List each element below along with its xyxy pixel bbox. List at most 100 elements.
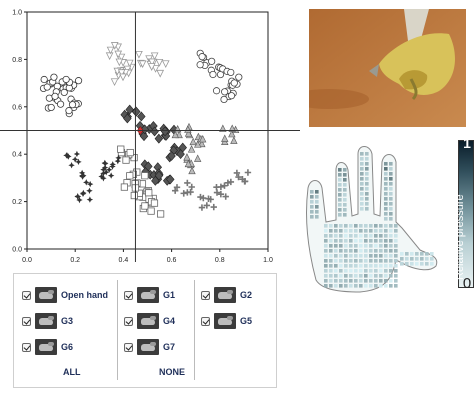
gesture-option-g7[interactable]: G7: [124, 336, 175, 358]
pressure-cell: [339, 239, 343, 243]
data-point: [50, 73, 58, 81]
pressure-cell: [364, 269, 368, 273]
x-tick-label: 0.8: [215, 257, 225, 264]
gesture-label: G6: [61, 342, 74, 352]
gesture-option-g3[interactable]: G3: [22, 310, 73, 332]
data-point: [105, 52, 114, 61]
pressure-cell: [349, 284, 353, 288]
pressure-cell: [334, 274, 338, 278]
pressure-cell: [369, 274, 373, 278]
data-point: [155, 59, 164, 67]
pressure-cell: [384, 264, 388, 268]
checkbox-checked-icon[interactable]: [22, 316, 31, 326]
pressure-cell: [384, 202, 388, 206]
pressure-cell: [410, 257, 414, 261]
gesture-option-g6[interactable]: G6: [22, 336, 73, 358]
pressure-cell: [394, 254, 398, 258]
data-point: [176, 149, 185, 160]
gesture-label: G4: [163, 316, 176, 326]
pressure-cell: [394, 224, 398, 228]
data-point: [47, 103, 55, 112]
pressure-cell: [384, 279, 388, 283]
gesture-option-g1[interactable]: G1: [124, 284, 175, 306]
data-point: [157, 210, 165, 218]
data-point: [200, 194, 207, 202]
data-point: [148, 58, 156, 67]
data-point: [125, 59, 134, 68]
pressure-cell: [369, 224, 373, 228]
data-point: [222, 193, 229, 200]
pressure-cell: [384, 167, 388, 171]
data-point: [199, 134, 207, 143]
select-all-button[interactable]: ALL: [63, 367, 81, 377]
pressure-cell: [389, 167, 393, 171]
pressure-cell: [430, 252, 434, 256]
pressure-cell: [365, 192, 369, 196]
data-point: [233, 169, 241, 177]
pressure-cell: [394, 229, 398, 233]
data-point: [194, 154, 202, 162]
pressure-cell: [329, 264, 333, 268]
gesture-thumbnail-icon: [35, 339, 57, 355]
checkbox-checked-icon[interactable]: [124, 316, 133, 326]
pressure-cell: [384, 224, 388, 228]
pressure-cell: [329, 239, 333, 243]
checkbox-checked-icon[interactable]: [124, 290, 133, 300]
pressure-cell: [365, 172, 369, 176]
select-none-button[interactable]: NONE: [159, 367, 186, 377]
data-point: [115, 154, 122, 162]
gesture-option-open-hand[interactable]: Open hand: [22, 284, 108, 306]
gesture-label: G7: [163, 342, 176, 352]
pressure-cell: [359, 264, 363, 268]
data-point: [64, 152, 71, 159]
checkbox-checked-icon[interactable]: [201, 316, 210, 326]
data-point: [228, 124, 236, 132]
pressure-cell: [359, 274, 363, 278]
pressure-cell: [360, 197, 364, 201]
data-point: [102, 160, 109, 167]
pressure-cell: [420, 262, 424, 266]
pressure-cell: [354, 224, 358, 228]
data-point: [100, 170, 107, 177]
pressure-cell: [365, 187, 369, 191]
pressure-cell: [415, 257, 419, 261]
pressure-cell: [334, 254, 338, 258]
pressure-cell: [394, 269, 398, 273]
gesture-option-g4[interactable]: G4: [124, 310, 175, 332]
data-point: [71, 156, 79, 163]
data-point: [106, 46, 115, 55]
pressure-cell: [344, 224, 348, 228]
pressure-cell: [394, 274, 398, 278]
data-point: [227, 68, 235, 77]
pressure-cell: [324, 284, 328, 288]
pressure-cell: [379, 249, 383, 253]
checkbox-checked-icon[interactable]: [22, 342, 31, 352]
data-point: [244, 169, 252, 176]
data-point: [105, 166, 113, 173]
pressure-cell: [389, 249, 393, 253]
pressure-cell: [360, 202, 364, 206]
pressure-cell: [354, 249, 358, 253]
pressure-cell: [324, 269, 328, 273]
pressure-cell: [384, 229, 388, 233]
pressure-cell: [394, 279, 398, 283]
checkbox-checked-icon[interactable]: [22, 290, 31, 300]
pressure-cell: [369, 244, 373, 248]
gesture-option-g2[interactable]: G2: [201, 284, 252, 306]
pressure-cell: [359, 259, 363, 263]
pressure-cell: [349, 229, 353, 233]
pressure-cell: [329, 254, 333, 258]
data-point: [120, 183, 128, 191]
gesture-label: G3: [61, 316, 74, 326]
pressure-cell: [394, 244, 398, 248]
checkbox-checked-icon[interactable]: [124, 342, 133, 352]
gesture-option-g5[interactable]: G5: [201, 310, 252, 332]
checkbox-checked-icon[interactable]: [201, 290, 210, 300]
data-point: [171, 187, 179, 194]
pressure-cell: [379, 229, 383, 233]
pressure-cell: [420, 257, 424, 261]
pressure-cell: [344, 274, 348, 278]
pressure-cell: [365, 202, 369, 206]
pressure-cell: [310, 205, 314, 209]
